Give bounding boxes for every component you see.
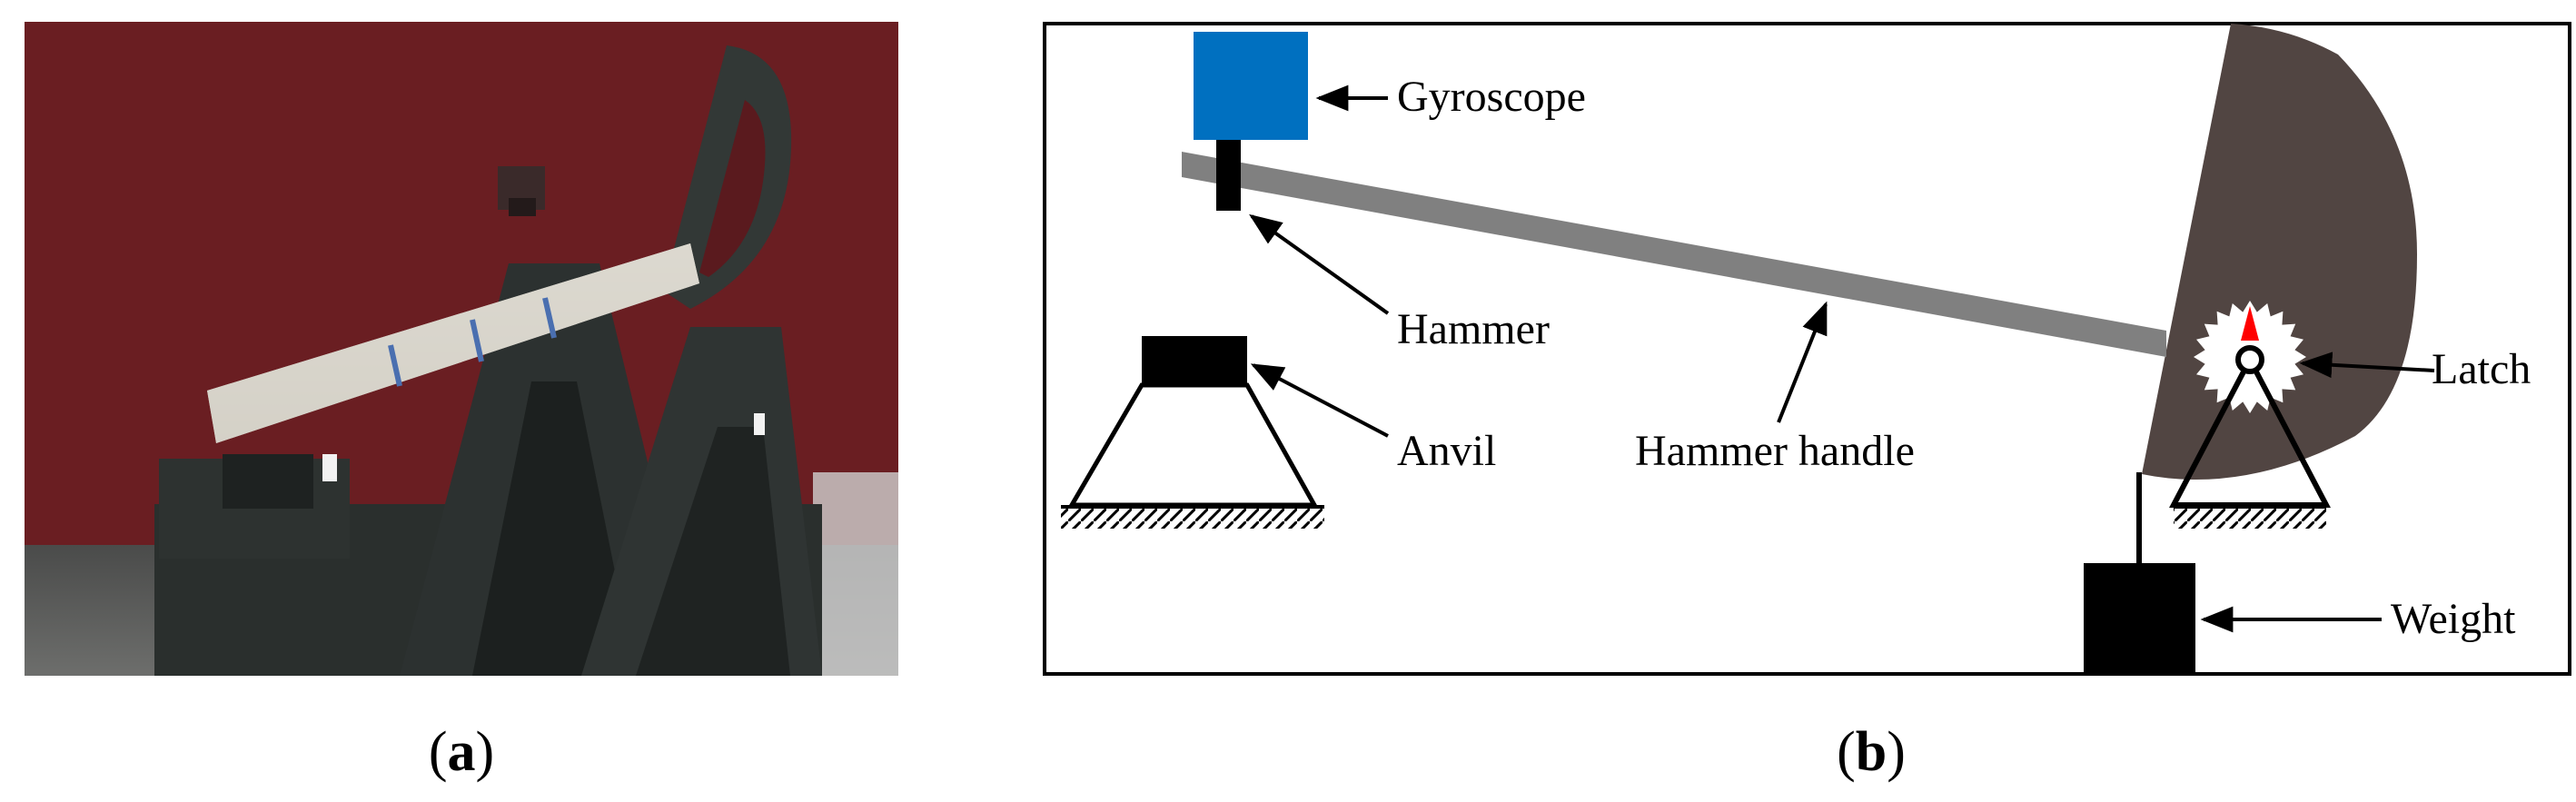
weight-label: Weight <box>2391 595 2516 643</box>
anvil-ground-hatch <box>1061 509 1324 529</box>
latch-pivot <box>2235 345 2264 374</box>
pendulum-sector-window <box>699 100 766 277</box>
anvil-label: Anvil <box>1397 427 1496 475</box>
photo-bright-corner <box>813 472 898 676</box>
pipe-tape-3 <box>542 297 557 339</box>
pipe-wrap <box>207 243 699 443</box>
latch-ground-hatch <box>2174 509 2326 529</box>
hammer-handle-label: Hammer handle <box>1635 427 1915 475</box>
pipe-tape-1 <box>388 344 402 387</box>
hammer-handle-arrow <box>1777 301 1828 423</box>
wall-bracket <box>509 198 536 216</box>
weight-block <box>2084 563 2195 674</box>
pipe-tag-2 <box>754 413 765 435</box>
pipe-tape-2 <box>470 319 484 362</box>
hammer-label: Hammer <box>1397 305 1550 353</box>
anvil-block-photo <box>223 454 313 509</box>
anvil-arrow <box>1250 363 1389 438</box>
latch-arrow <box>2299 351 2435 379</box>
gyroscope-label: Gyroscope <box>1397 73 1586 121</box>
anvil-block <box>1142 336 1247 385</box>
schematic-panel: Gyroscope Hammer Anvil Hammer handle Lat… <box>1043 22 2571 676</box>
support-left-cut <box>472 381 636 676</box>
hammer-arrow <box>1249 213 1390 315</box>
hammer-handle <box>1182 152 2166 357</box>
latch-label: Latch <box>2432 345 2531 393</box>
photo-panel <box>25 22 898 676</box>
panel-b-label: (b) <box>1837 721 1906 783</box>
pipe-tag <box>322 454 337 481</box>
support-right-cut <box>636 427 790 676</box>
panel-a-label: (a) <box>429 721 494 783</box>
hammer <box>1216 138 1241 211</box>
latch-pointer <box>2241 306 2259 341</box>
gyroscope-block <box>1194 32 1308 140</box>
